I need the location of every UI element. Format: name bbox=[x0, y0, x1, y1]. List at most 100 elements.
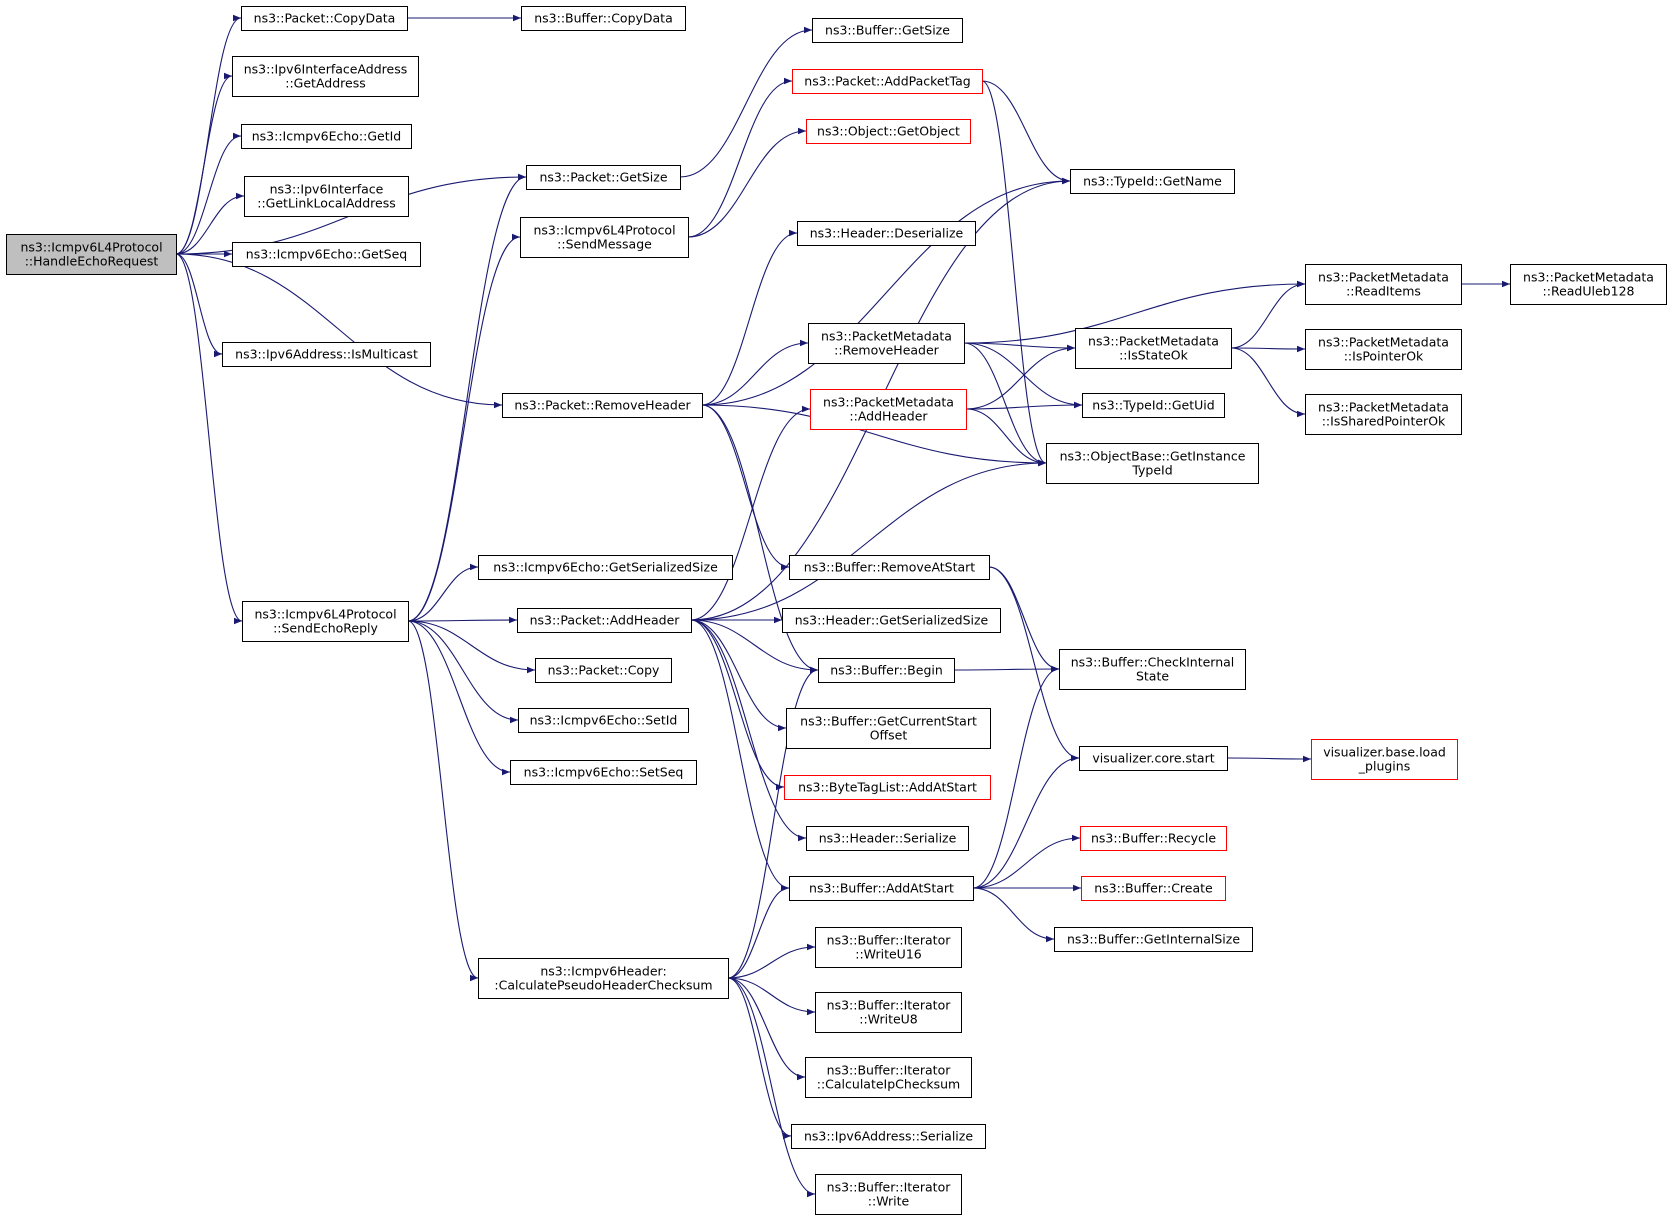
node-label: ::HandleEchoRequest bbox=[25, 254, 159, 269]
node-echo-getsersize[interactable]: ns3::Icmpv6Echo::GetSerializedSize bbox=[478, 555, 733, 580]
node-buf-begin[interactable]: ns3::Buffer::Begin bbox=[818, 658, 955, 683]
node-label: ns3::Icmpv6L4Protocol bbox=[254, 607, 396, 622]
node-box bbox=[244, 176, 409, 217]
node-pm-removeheader[interactable]: ns3::PacketMetadata::RemoveHeader bbox=[808, 323, 965, 364]
node-echo-getid[interactable]: ns3::Icmpv6Echo::GetId bbox=[241, 124, 412, 149]
node-pkt-addheader[interactable]: ns3::Packet::AddHeader bbox=[517, 608, 692, 633]
node-ipv6if-getlla[interactable]: ns3::Ipv6Interface::GetLinkLocalAddress bbox=[244, 176, 409, 217]
node-label: ns3::PacketMetadata bbox=[1318, 270, 1449, 285]
node-pkt-copy[interactable]: ns3::Packet::Copy bbox=[535, 658, 672, 683]
node-pm-addheader[interactable]: ns3::PacketMetadata::AddHeader bbox=[810, 389, 967, 430]
node-box bbox=[818, 658, 955, 683]
node-label: ns3::Icmpv6Echo::GetSeq bbox=[246, 247, 407, 262]
node-label: ns3::Ipv6InterfaceAddress bbox=[244, 62, 408, 77]
node-hdr-deserialize[interactable]: ns3::Header::Deserialize bbox=[797, 221, 976, 246]
edge-icmpv6hdr_cpsum-to-it_calcipsum bbox=[727, 977, 806, 1081]
node-ipv6addr-ismulticast[interactable]: ns3::Ipv6Address::IsMulticast bbox=[222, 342, 431, 367]
node-btl-addatstart[interactable]: ns3::ByteTagList::AddAtStart bbox=[784, 775, 991, 800]
node-label: ns3::Header::Serialize bbox=[819, 831, 957, 846]
node-it-writeu16[interactable]: ns3::Buffer::Iterator::WriteU16 bbox=[815, 927, 962, 968]
node-label: ns3::Buffer::RemoveAtStart bbox=[804, 560, 976, 575]
node-ipv6ia-getaddress[interactable]: ns3::Ipv6InterfaceAddress::GetAddress bbox=[232, 56, 419, 97]
node-label: ::AddHeader bbox=[849, 409, 928, 424]
node-typeid-getuid[interactable]: ns3::TypeId::GetUid bbox=[1082, 393, 1225, 418]
node-label: ::ReadItems bbox=[1346, 284, 1421, 299]
node-it-writeu8[interactable]: ns3::Buffer::Iterator::WriteU8 bbox=[815, 992, 962, 1033]
node-viz-base-load[interactable]: visualizer.base.load_plugins bbox=[1311, 739, 1458, 780]
node-box bbox=[1510, 264, 1667, 305]
node-label: ::IsPointerOk bbox=[1344, 349, 1424, 364]
edge-root-to-pkt_removeheader bbox=[175, 253, 503, 409]
node-label: ns3::ObjectBase::GetInstance bbox=[1060, 449, 1246, 464]
node-echo-setseq[interactable]: ns3::Icmpv6Echo::SetSeq bbox=[510, 760, 697, 785]
node-buf-getinternalsize[interactable]: ns3::Buffer::GetInternalSize bbox=[1054, 927, 1253, 952]
node-ipv6addr-serialize[interactable]: ns3::Ipv6Address::Serialize bbox=[791, 1124, 986, 1149]
node-buf-create[interactable]: ns3::Buffer::Create bbox=[1081, 876, 1226, 901]
node-pkt-removeheader[interactable]: ns3::Packet::RemoveHeader bbox=[502, 393, 703, 418]
node-label: ns3::Icmpv6Echo::GetId bbox=[252, 129, 402, 144]
node-pm-ispointerok[interactable]: ns3::PacketMetadata::IsPointerOk bbox=[1305, 329, 1462, 370]
node-hdr-getsersize[interactable]: ns3::Header::GetSerializedSize bbox=[782, 608, 1001, 633]
node-icmpv6hdr-cpsum[interactable]: ns3::Icmpv6Header::CalculatePseudoHeader… bbox=[478, 958, 729, 999]
node-root[interactable]: ns3::Icmpv6L4Protocol::HandleEchoRequest bbox=[6, 234, 177, 275]
node-buf-removeatstart[interactable]: ns3::Buffer::RemoveAtStart bbox=[789, 555, 990, 580]
node-buf-addatstart[interactable]: ns3::Buffer::AddAtStart bbox=[789, 876, 974, 901]
node-pkt-copydata[interactable]: ns3::Packet::CopyData bbox=[241, 6, 408, 31]
node-box bbox=[792, 69, 983, 94]
node-echo-getseq[interactable]: ns3::Icmpv6Echo::GetSeq bbox=[232, 242, 421, 267]
node-l4-sendmessage[interactable]: ns3::Icmpv6L4Protocol::SendMessage bbox=[520, 217, 689, 258]
node-pm-issharedptr[interactable]: ns3::PacketMetadata::IsSharedPointerOk bbox=[1305, 394, 1462, 435]
node-box bbox=[782, 608, 1001, 633]
node-box bbox=[232, 56, 419, 97]
node-buf-recycle[interactable]: ns3::Buffer::Recycle bbox=[1080, 826, 1227, 851]
node-box bbox=[789, 876, 974, 901]
node-label: ns3::PacketMetadata bbox=[1318, 400, 1449, 415]
node-it-calcipsum[interactable]: ns3::Buffer::Iterator::CalculateIpChecks… bbox=[805, 1057, 972, 1098]
node-pm-additems[interactable]: ns3::PacketMetadata::ReadItems bbox=[1305, 264, 1462, 305]
node-hdr-serialize[interactable]: ns3::Header::Serialize bbox=[806, 826, 969, 851]
node-box bbox=[786, 708, 991, 749]
node-label: ns3::Ipv6Interface bbox=[270, 182, 384, 197]
edge-pm_removeheader-to-ob_getinstance bbox=[963, 342, 1047, 467]
node-it-write[interactable]: ns3::Buffer::Iterator::Write bbox=[815, 1174, 962, 1215]
edge-pm_removeheader-to-pm_isstateok bbox=[963, 342, 1076, 352]
node-typeid-getname[interactable]: ns3::TypeId::GetName bbox=[1070, 169, 1235, 194]
edge-pkt_removeheader-to-buf_begin bbox=[701, 404, 819, 674]
node-box bbox=[535, 658, 672, 683]
node-pm-readuleb[interactable]: ns3::PacketMetadata::ReadUleb128 bbox=[1510, 264, 1667, 305]
node-pm-isstateok[interactable]: ns3::PacketMetadata::IsStateOk bbox=[1075, 328, 1232, 369]
edge-root-to-ipv6ia_getaddress bbox=[175, 72, 233, 255]
node-box bbox=[502, 393, 703, 418]
node-label: ::GetLinkLocalAddress bbox=[257, 196, 395, 211]
node-label: ns3::TypeId::GetName bbox=[1083, 174, 1222, 189]
node-buf-getsize[interactable]: ns3::Buffer::GetSize bbox=[812, 18, 963, 43]
edge-root-to-ipv6if_getlla bbox=[175, 192, 245, 255]
node-l4-sendechoreply[interactable]: ns3::Icmpv6L4Protocol::SendEchoReply bbox=[242, 601, 409, 642]
node-pkt-addpackettag[interactable]: ns3::Packet::AddPacketTag bbox=[792, 69, 983, 94]
edge-pkt_addheader-to-btl_addatstart bbox=[690, 619, 785, 791]
node-box bbox=[6, 234, 177, 275]
node-box bbox=[1070, 169, 1235, 194]
node-pkt-getsize[interactable]: ns3::Packet::GetSize bbox=[526, 165, 681, 190]
node-label: ns3::Header::Deserialize bbox=[810, 226, 964, 241]
node-label: ns3::Icmpv6Echo::SetId bbox=[530, 713, 678, 728]
edge-pm_removeheader-to-pm_additems bbox=[963, 280, 1306, 344]
node-label: ns3::Object::GetObject bbox=[817, 124, 960, 139]
node-box bbox=[478, 958, 729, 999]
node-label: ::Write bbox=[868, 1194, 910, 1209]
node-buf-copydata[interactable]: ns3::Buffer::CopyData bbox=[521, 6, 686, 31]
node-box bbox=[1305, 264, 1462, 305]
node-obj-getobject[interactable]: ns3::Object::GetObject bbox=[806, 119, 971, 144]
edge-layer bbox=[175, 14, 1510, 1198]
node-echo-setid[interactable]: ns3::Icmpv6Echo::SetId bbox=[518, 708, 689, 733]
edge-root-to-ipv6addr_ismulticast bbox=[175, 253, 223, 358]
node-label: ns3::Icmpv6L4Protocol bbox=[20, 240, 162, 255]
edge-root-to-l4_sendechoreply bbox=[175, 253, 243, 625]
edge-pm_isstateok-to-pm_issharedptr bbox=[1230, 347, 1306, 418]
node-label: ns3::Icmpv6Header: bbox=[540, 964, 666, 979]
node-viz-core-start[interactable]: visualizer.core.start bbox=[1079, 746, 1228, 771]
node-box bbox=[241, 124, 412, 149]
